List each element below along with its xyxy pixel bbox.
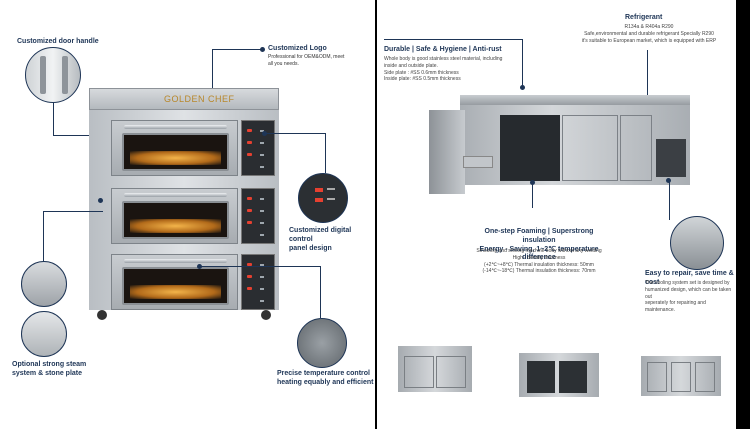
repair-desc: The cooling system set is designed by hu… [645,280,732,313]
door-handle-label: Customized door handle [17,38,99,45]
product-thumbnail-three-doors [641,356,721,396]
callout-dot [98,198,103,203]
refrigerant-title: Refrigerant [625,14,663,21]
oven-window [122,267,229,305]
temperature-label: Precise temperature control heating equa… [277,370,374,386]
leader-line [212,49,262,50]
callout-dot [260,47,265,52]
oven-feature-panel: Customized door handle Customized Logo P… [0,0,375,429]
oven-control-panel [241,188,275,244]
product-thumbnail-open-doors [519,353,599,397]
caster-wheel [97,310,107,320]
leader-line [325,133,326,173]
brand-logo: GOLDEN CHEF [164,94,235,104]
refrigerant-desc: R134a & R404a R290 Safe,environmental an… [581,24,717,44]
leader-line [647,50,648,116]
door-handle-closeup [25,47,81,103]
oven-deck-bottom [111,254,238,310]
callout-dot [530,180,535,185]
oven-door-handle [124,193,227,197]
oven-window [122,133,229,171]
control-panel-closeup [298,173,348,223]
repair-title: Easy to repair, save time & cost [645,270,734,286]
oven-door-handle [124,125,227,129]
steam-label: Optional strong steam system & stone pla… [12,361,87,377]
foaming-desc: Smoothly and shining machine body withou… [476,248,602,275]
oven-top-panel: GOLDEN CHEF [89,88,279,110]
leader-line [384,39,522,40]
counter-door-open [429,110,465,194]
oven-door-handle [124,259,227,263]
product-thumbnail-drawers [398,346,472,392]
oven-control-panel [241,254,275,310]
leader-line [53,103,54,135]
deck-oven: GOLDEN CHEF [89,88,279,320]
callout-dot [197,264,202,269]
callout-dot [520,85,525,90]
durable-desc: Whole body is good stainless steel mater… [384,56,503,83]
leader-line [532,182,533,208]
leader-line [320,266,321,318]
caster-wheel [261,310,271,320]
oven-control-panel [241,120,275,176]
callout-dot [262,131,267,136]
logo-title: Customized Logo [268,45,327,52]
logo-desc: Professional for OEM&ODM, meet all you n… [268,54,345,67]
leader-line [43,211,44,263]
leader-line [200,266,320,267]
durable-title: Durable | Safe & Hygiene | Anti-rust [384,46,502,53]
leader-line [522,39,523,87]
steam-system-closeup [21,261,67,307]
oven-deck-middle [111,188,238,244]
leader-line [669,180,670,220]
leader-line [212,49,213,96]
food-pan [463,156,493,168]
leader-line [43,211,103,212]
foaming-title: One-step Foaming | Superstrong insulatio… [479,228,599,262]
leader-line [265,133,325,134]
control-panel-label: Customized digital control panel design [289,227,352,252]
oven-deck-top [111,120,238,176]
stone-plate-closeup [21,311,67,357]
heating-element-closeup [297,318,347,368]
oven-window [122,201,229,239]
callout-dot [666,178,671,183]
refrigerator-feature-panel: Durable | Safe & Hygiene | Anti-rust Who… [377,0,736,429]
cooling-unit-closeup [670,216,724,270]
refrigerated-counter [460,105,690,185]
counter-backsplash [460,95,690,105]
